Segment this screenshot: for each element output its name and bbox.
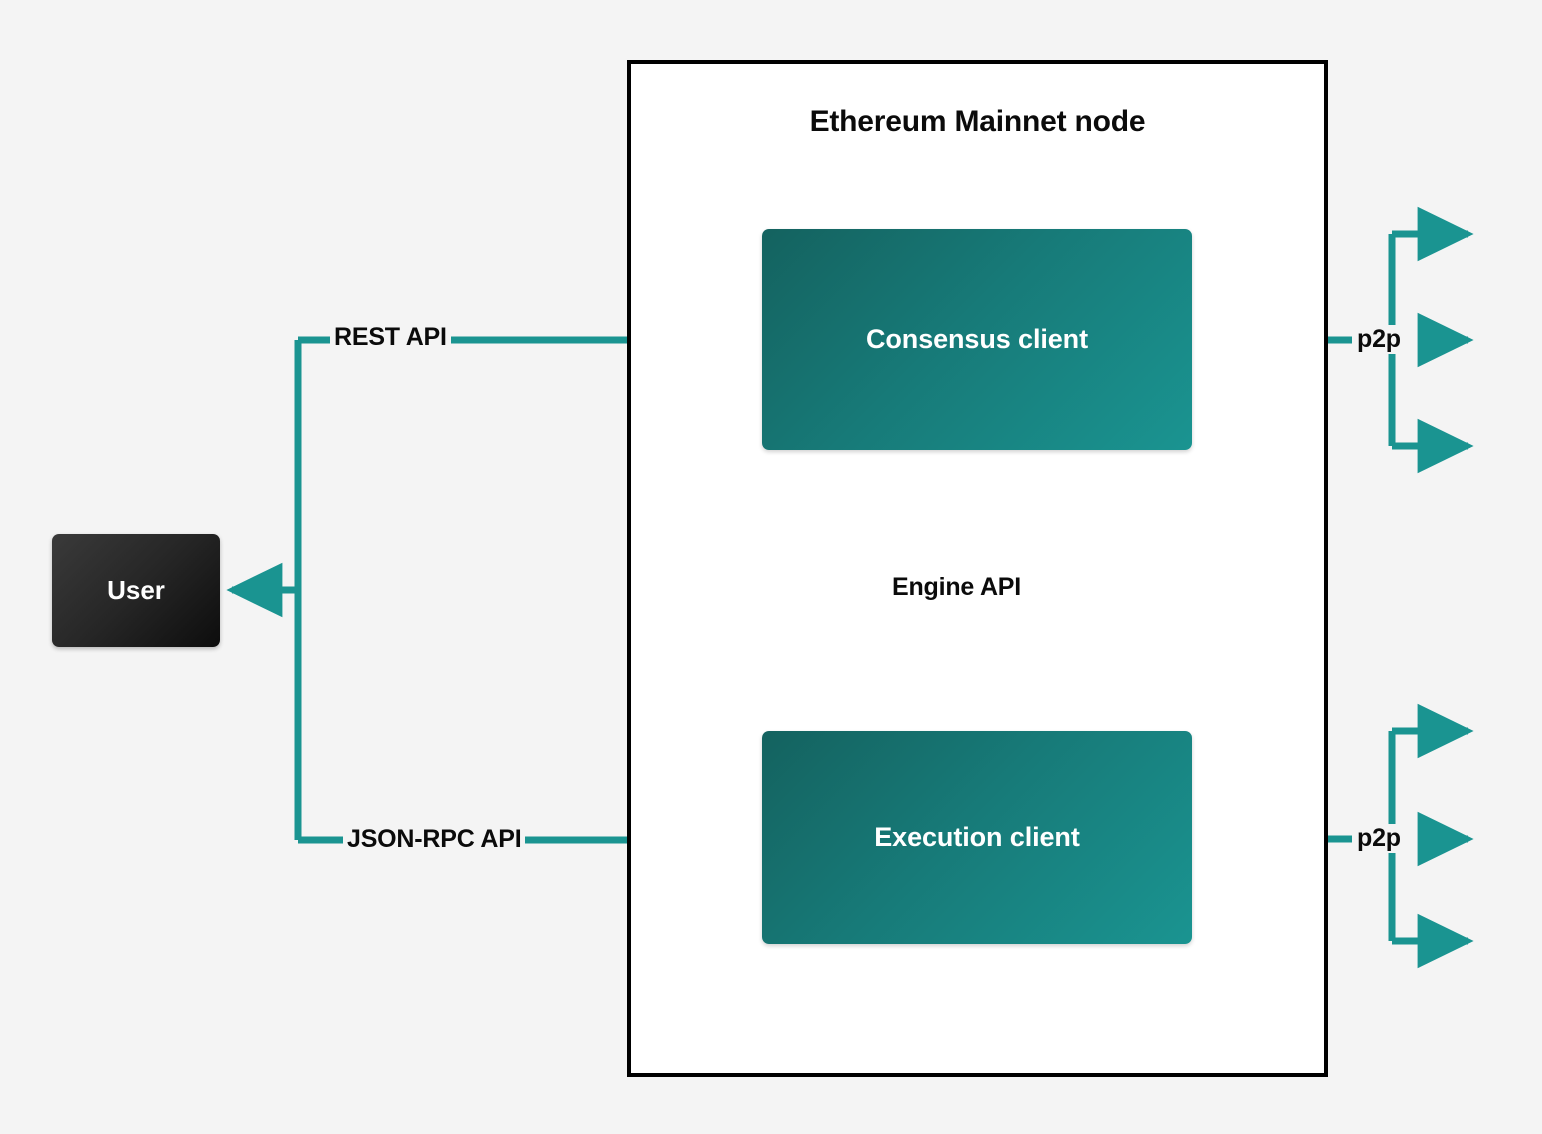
engine-api-edge-label: Engine API <box>889 573 1025 602</box>
node-container-title: Ethereum Mainnet node <box>809 105 1146 138</box>
rest-api-edge-label: REST API <box>330 323 451 352</box>
p2p-consensus-edge-label: p2p <box>1353 325 1405 354</box>
execution-client-label: Execution client <box>874 822 1080 852</box>
p2p-execution-edge-label: p2p <box>1353 824 1405 853</box>
consensus-client-label: Consensus client <box>866 324 1088 354</box>
json-rpc-api-edge-label: JSON-RPC API <box>343 825 526 854</box>
execution-client-node[interactable]: Execution client <box>762 731 1192 944</box>
user-node[interactable]: User <box>52 534 220 647</box>
consensus-client-node[interactable]: Consensus client <box>762 229 1192 450</box>
user-node-label: User <box>107 575 165 605</box>
